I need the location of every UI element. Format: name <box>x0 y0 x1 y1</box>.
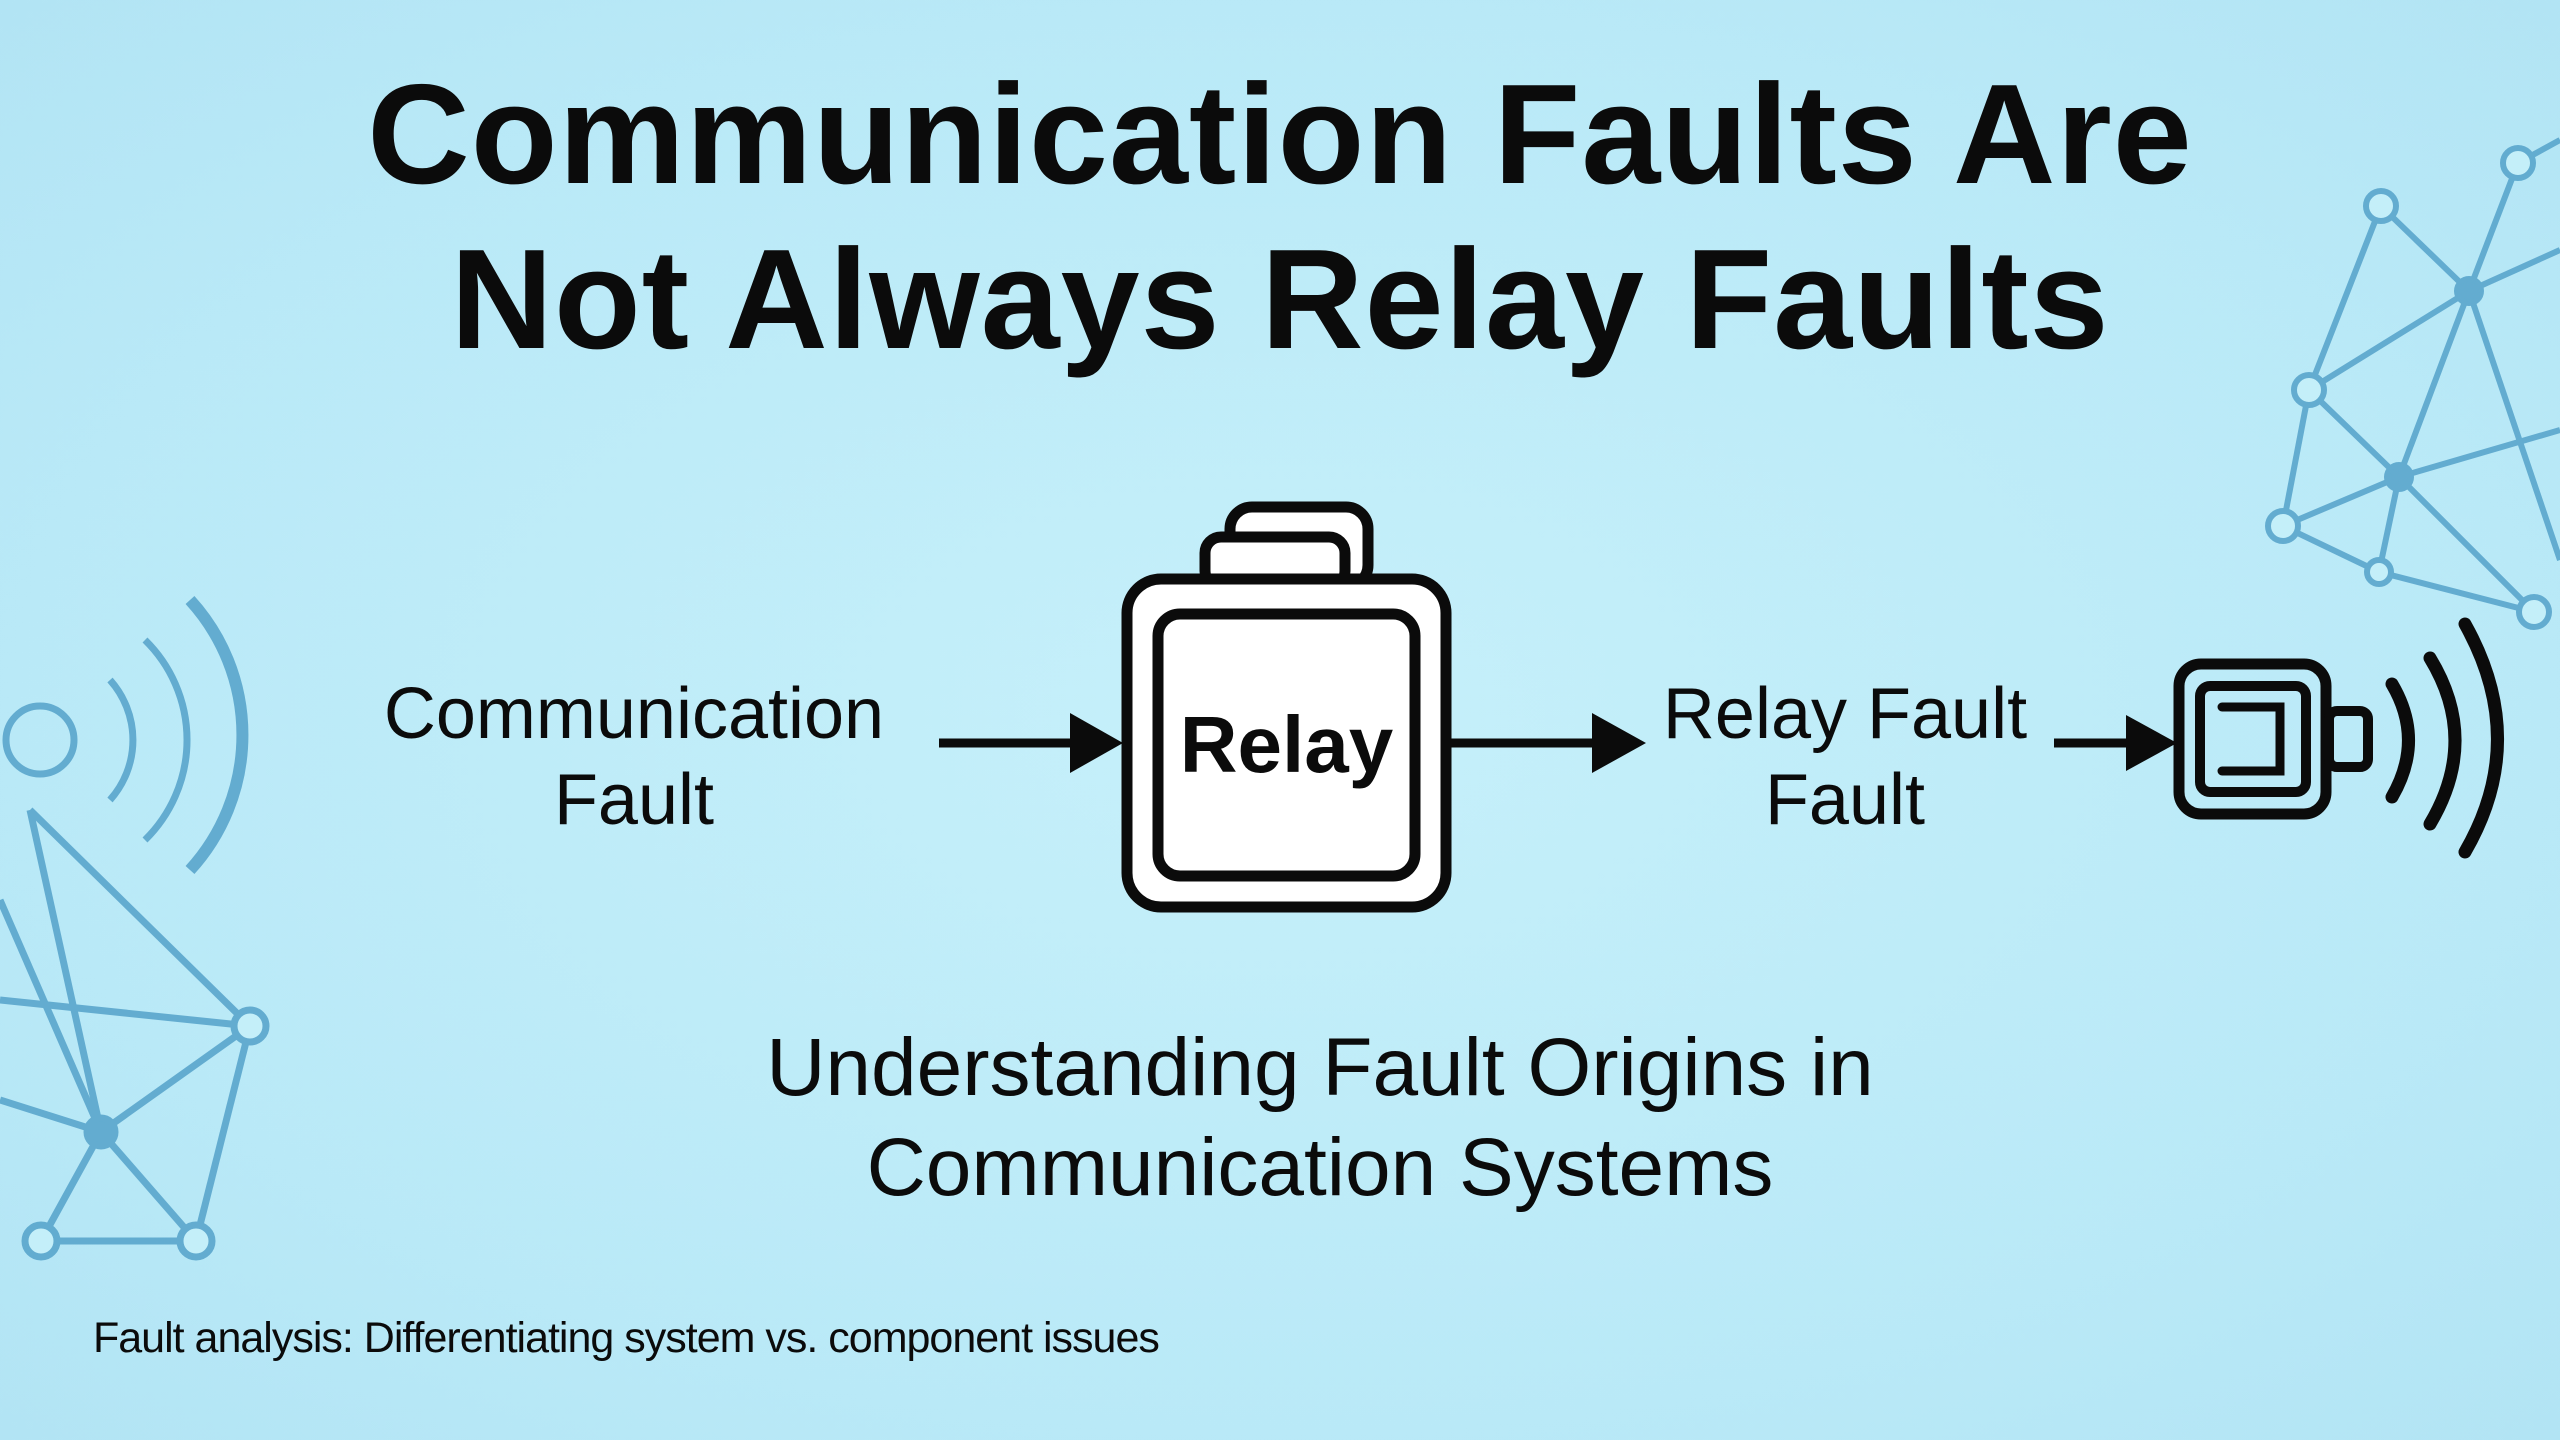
relay-box-icon <box>1121 501 1452 913</box>
wireless-device-icon <box>2173 617 2504 859</box>
subtitle-line-1: Understanding Fault Origins in <box>766 1022 1874 1113</box>
left-network-icon <box>0 595 270 1261</box>
page-title: Communication Faults Are Not Always Rela… <box>0 52 2560 382</box>
output-label-line-1: Relay Fault <box>1662 674 2028 754</box>
source-label: Communication Fault <box>334 671 934 843</box>
relay-label: Relay <box>1179 700 1394 789</box>
right-network-icon <box>2265 137 2560 630</box>
subtitle-line-2: Communication Systems <box>866 1122 1774 1213</box>
arrow-source-to-relay <box>939 713 1123 773</box>
output-label: Relay Fault Fault <box>1595 671 2095 843</box>
arrow-relay-to-output <box>1450 713 1646 773</box>
flow-arrows <box>939 713 2177 773</box>
source-label-line-1: Communication <box>383 674 885 754</box>
arrow-output-to-device <box>2054 715 2177 771</box>
caption: Fault analysis: Differentiating system v… <box>93 1314 1160 1362</box>
title-line-1: Communication Faults Are <box>367 55 2193 214</box>
title-line-2: Not Always Relay Faults <box>450 220 2110 379</box>
source-label-line-2: Fault <box>553 760 715 840</box>
subtitle: Understanding Fault Origins in Communica… <box>0 1018 2560 1218</box>
output-label-line-2: Fault <box>1764 760 1926 840</box>
